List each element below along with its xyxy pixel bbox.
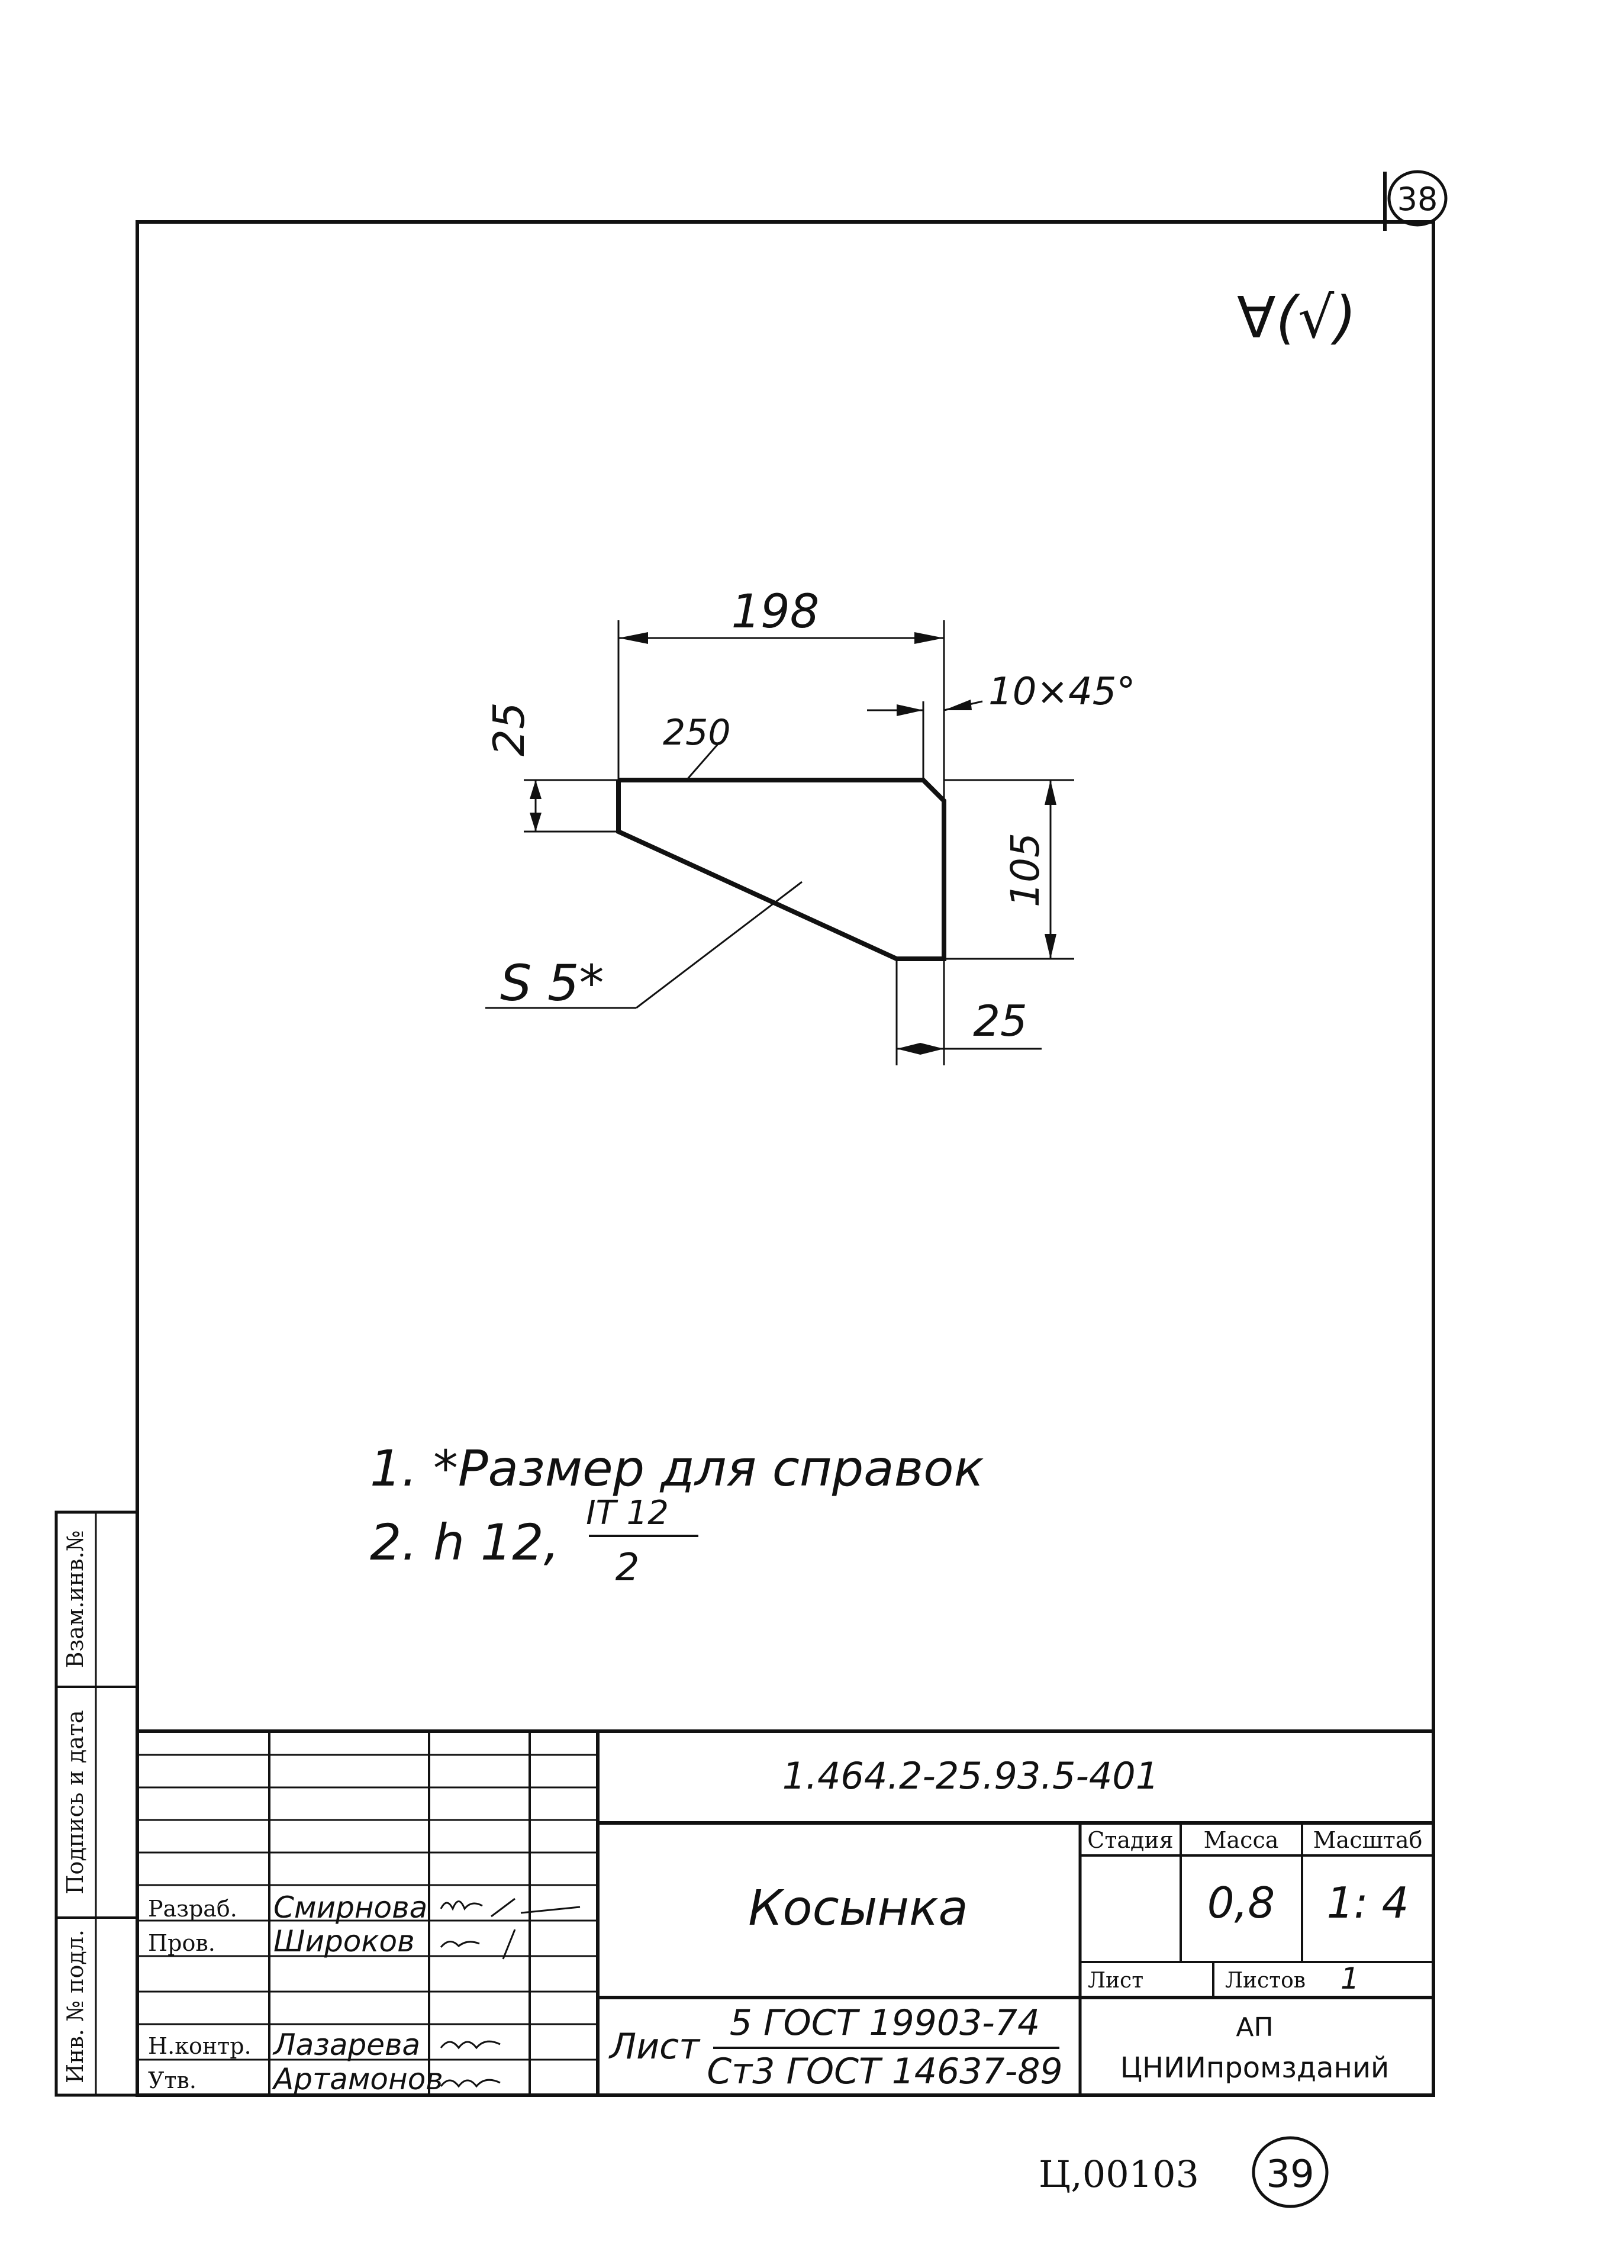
row-name: Артамонов [272,2062,443,2096]
row-name: Смирнова [273,1890,427,1925]
side-inv-podl: Инв. № подл. [62,1929,88,2083]
dim-top-label: 250 [663,712,731,753]
dim-right-height: 105 [1003,833,1048,907]
part-name: Косынка [748,1880,968,1937]
signatures [440,1897,581,2088]
note-2-numerator: IT 12 [586,1494,669,1532]
scale-header: Масштаб [1313,1827,1423,1853]
dim-chamfer: 10×45° [988,670,1136,714]
side-vzam-inv: Взам.инв.№ [62,1530,88,1668]
thickness-label: S 5* [500,954,604,1012]
row-name: Лазарева [272,2028,420,2062]
row-name: Широков [273,1924,415,1958]
row-role: Разраб. [148,1896,237,1922]
scale-value: 1: 4 [1327,1878,1409,1928]
note-2-denominator: 2 [616,1546,640,1590]
stage-header: Стадия [1087,1827,1173,1853]
sheets-label: Листов [1225,1969,1306,1993]
sheet-frame [136,220,1435,2097]
part-outline [616,778,946,961]
note-1: 1. *Размер для справок [370,1439,984,1497]
title-block: 1.464.2-25.93.5-401 Косынка Стадия Масса… [136,1729,1435,2097]
bottom-code: Ц,00103 [1039,2153,1199,2196]
dim-width-198: 198 [732,585,820,639]
top-page-number: 38 [1397,181,1438,218]
org-line-1: АП [1236,2012,1273,2043]
row-role: Пров. [148,1930,215,1956]
side-stamp: Взам.инв.№ Подпись и дата Инв. № подл. [54,1510,139,2097]
org-line-2: ЦНИИпромзданий [1120,2051,1390,2085]
material-top: 5 ГОСТ 19903-74 [730,2002,1040,2044]
top-page-number-mark: 38 [1383,170,1448,231]
designation: 1.464.2-25.93.5-401 [782,1754,1159,1797]
notes: 1. *Размер для справок 2. h 12, IT 12 2 [370,1439,984,1590]
material-prefix: Лист [608,2026,701,2067]
dim-left-height: 25 [484,702,534,756]
part-drawing: 198 10×45° 25 250 105 25 [484,585,1136,1065]
mass-header: Масса [1204,1827,1279,1853]
sheets-value: 1 [1341,1961,1359,1996]
mass-value: 0,8 [1207,1878,1275,1928]
row-role: Утв. [148,2067,196,2093]
row-role: Н.контр. [148,2033,252,2059]
note-2: 2. h 12, [370,1513,559,1571]
side-podpis-data: Подпись и дата [62,1710,88,1894]
bottom-page-number-mark: 39 [1252,2136,1329,2208]
roughness-symbol: ∀(√) [1237,285,1356,351]
bottom-page-number: 39 [1266,2153,1314,2196]
sheet-label: Лист [1088,1969,1143,1993]
material-bottom: Ст3 ГОСТ 14637-89 [707,2051,1062,2092]
dim-bottom-width: 25 [973,996,1027,1046]
